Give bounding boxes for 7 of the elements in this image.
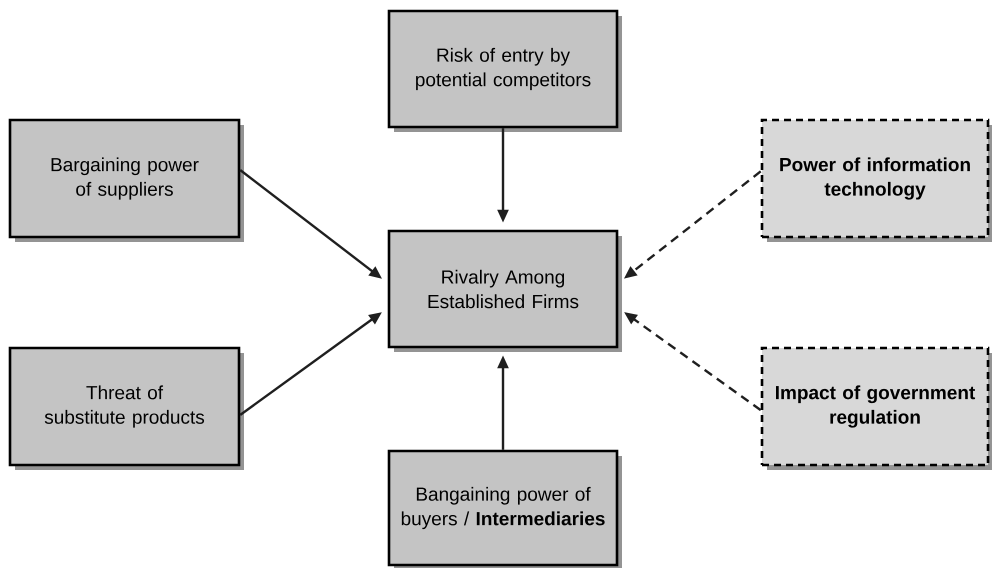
box: Risk of entry by potential competitors (388, 10, 622, 132)
box: Bargaining power of suppliers (8, 118, 244, 242)
box: Threat of substitute products (8, 346, 244, 470)
dashed-box: Impact of government regulation (760, 346, 992, 470)
box: Bangaining power of buyers / Intermediaries (388, 450, 622, 568)
dashed-box: Power of information technology (760, 118, 992, 242)
box: Rivalry Among Established Firms (388, 230, 622, 352)
